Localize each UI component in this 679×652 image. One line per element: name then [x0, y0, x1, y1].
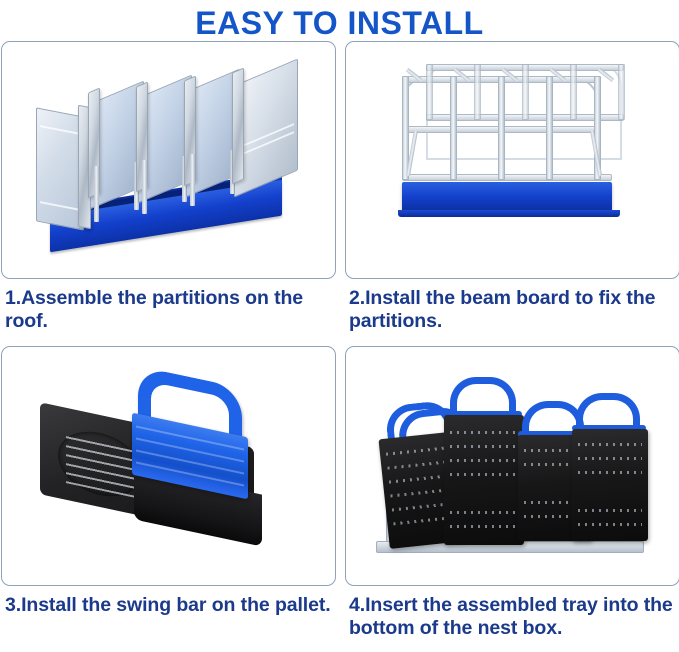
tray-handle-2 [450, 377, 516, 413]
tray-perforation-row [578, 509, 642, 512]
tray-perforation-row [450, 511, 518, 514]
tray-perforation-row [578, 443, 642, 446]
tray-perforation-row [450, 445, 518, 448]
partition-leg [94, 166, 99, 222]
frame-post [450, 76, 457, 180]
nest-box-with-trays-illustration [376, 373, 648, 568]
tray-perforation-row [578, 523, 642, 526]
frame-post [498, 76, 505, 180]
frame-lower-rail-front [402, 174, 612, 181]
swing-bar-handle [132, 365, 250, 500]
partition-assembly-illustration [32, 58, 307, 260]
tray-perforation-row [524, 515, 586, 518]
frame-post [594, 76, 601, 180]
tray-perforation-row [524, 463, 586, 466]
swing-bar-groove [136, 449, 244, 475]
tray-perforation-row [524, 501, 586, 504]
step-3-image-frame [1, 346, 336, 586]
nest-box-frame-illustration [398, 64, 630, 224]
swing-bar-groove [136, 461, 244, 487]
beam-board-frame-photo [346, 42, 679, 278]
tray-4 [572, 429, 648, 541]
partition-plate-1 [36, 107, 84, 231]
partitions-on-blue-base-photo [2, 42, 335, 278]
step-2-image-frame [345, 41, 679, 279]
plate-rib [40, 125, 80, 135]
tray-handle-4 [576, 393, 640, 427]
tray-perforation-row [578, 471, 642, 474]
frame-post-rear [522, 64, 529, 120]
tray-handle-bar-2 [446, 411, 522, 417]
page-title: EASY TO INSTALL [195, 5, 484, 41]
step-3: 3.Install the swing bar on the pallet. [1, 346, 336, 643]
partition-leg [142, 160, 147, 214]
tray-2 [444, 415, 524, 545]
tray-perforation-row [524, 449, 586, 452]
step-1: 1.Assemble the partitions on the roof. [1, 41, 336, 346]
tray-handle-bar-4 [572, 425, 646, 431]
swing-bar-pallet-photo [2, 347, 335, 585]
step-2-caption: 2.Install the beam board to fix the part… [349, 287, 656, 332]
tray-perforation-row [450, 473, 518, 476]
frame-post-rear [618, 64, 625, 120]
tray-perforation-row [450, 431, 518, 434]
trays-in-nest-box-photo [346, 347, 679, 585]
tray-perforation-row [450, 525, 518, 528]
frame-post [402, 76, 409, 180]
base-rail-blue [402, 182, 612, 212]
step-4-image-frame [345, 346, 679, 586]
plate-rib [40, 201, 80, 211]
tray-perforation-row [450, 459, 518, 462]
steps-grid: 1.Assemble the partitions on the roof. [0, 41, 679, 643]
step-4: 4.Insert the assembled tray into the bot… [345, 346, 679, 643]
step-2: 2.Install the beam board to fix the part… [345, 41, 679, 346]
tray-perforation-row [578, 457, 642, 460]
step-1-caption: 1.Assemble the partitions on the roof. [5, 287, 304, 332]
partition-leg [190, 154, 195, 206]
partition-plate-5-edge [232, 67, 244, 185]
tray-handle-bar-3 [518, 431, 590, 437]
step-1-image-frame [1, 41, 336, 279]
step-4-caption: 4.Insert the assembled tray into the bot… [349, 594, 673, 639]
frame-post [546, 76, 553, 180]
swing-bar-groove [136, 437, 244, 463]
base-rail-lip [398, 210, 620, 217]
frame-post-rear [570, 64, 577, 120]
step-3-caption: 3.Install the swing bar on the pallet. [5, 594, 331, 616]
pallet-swing-bar-illustration [40, 365, 300, 557]
frame-post-rear [426, 64, 433, 120]
frame-post-rear [474, 64, 481, 120]
